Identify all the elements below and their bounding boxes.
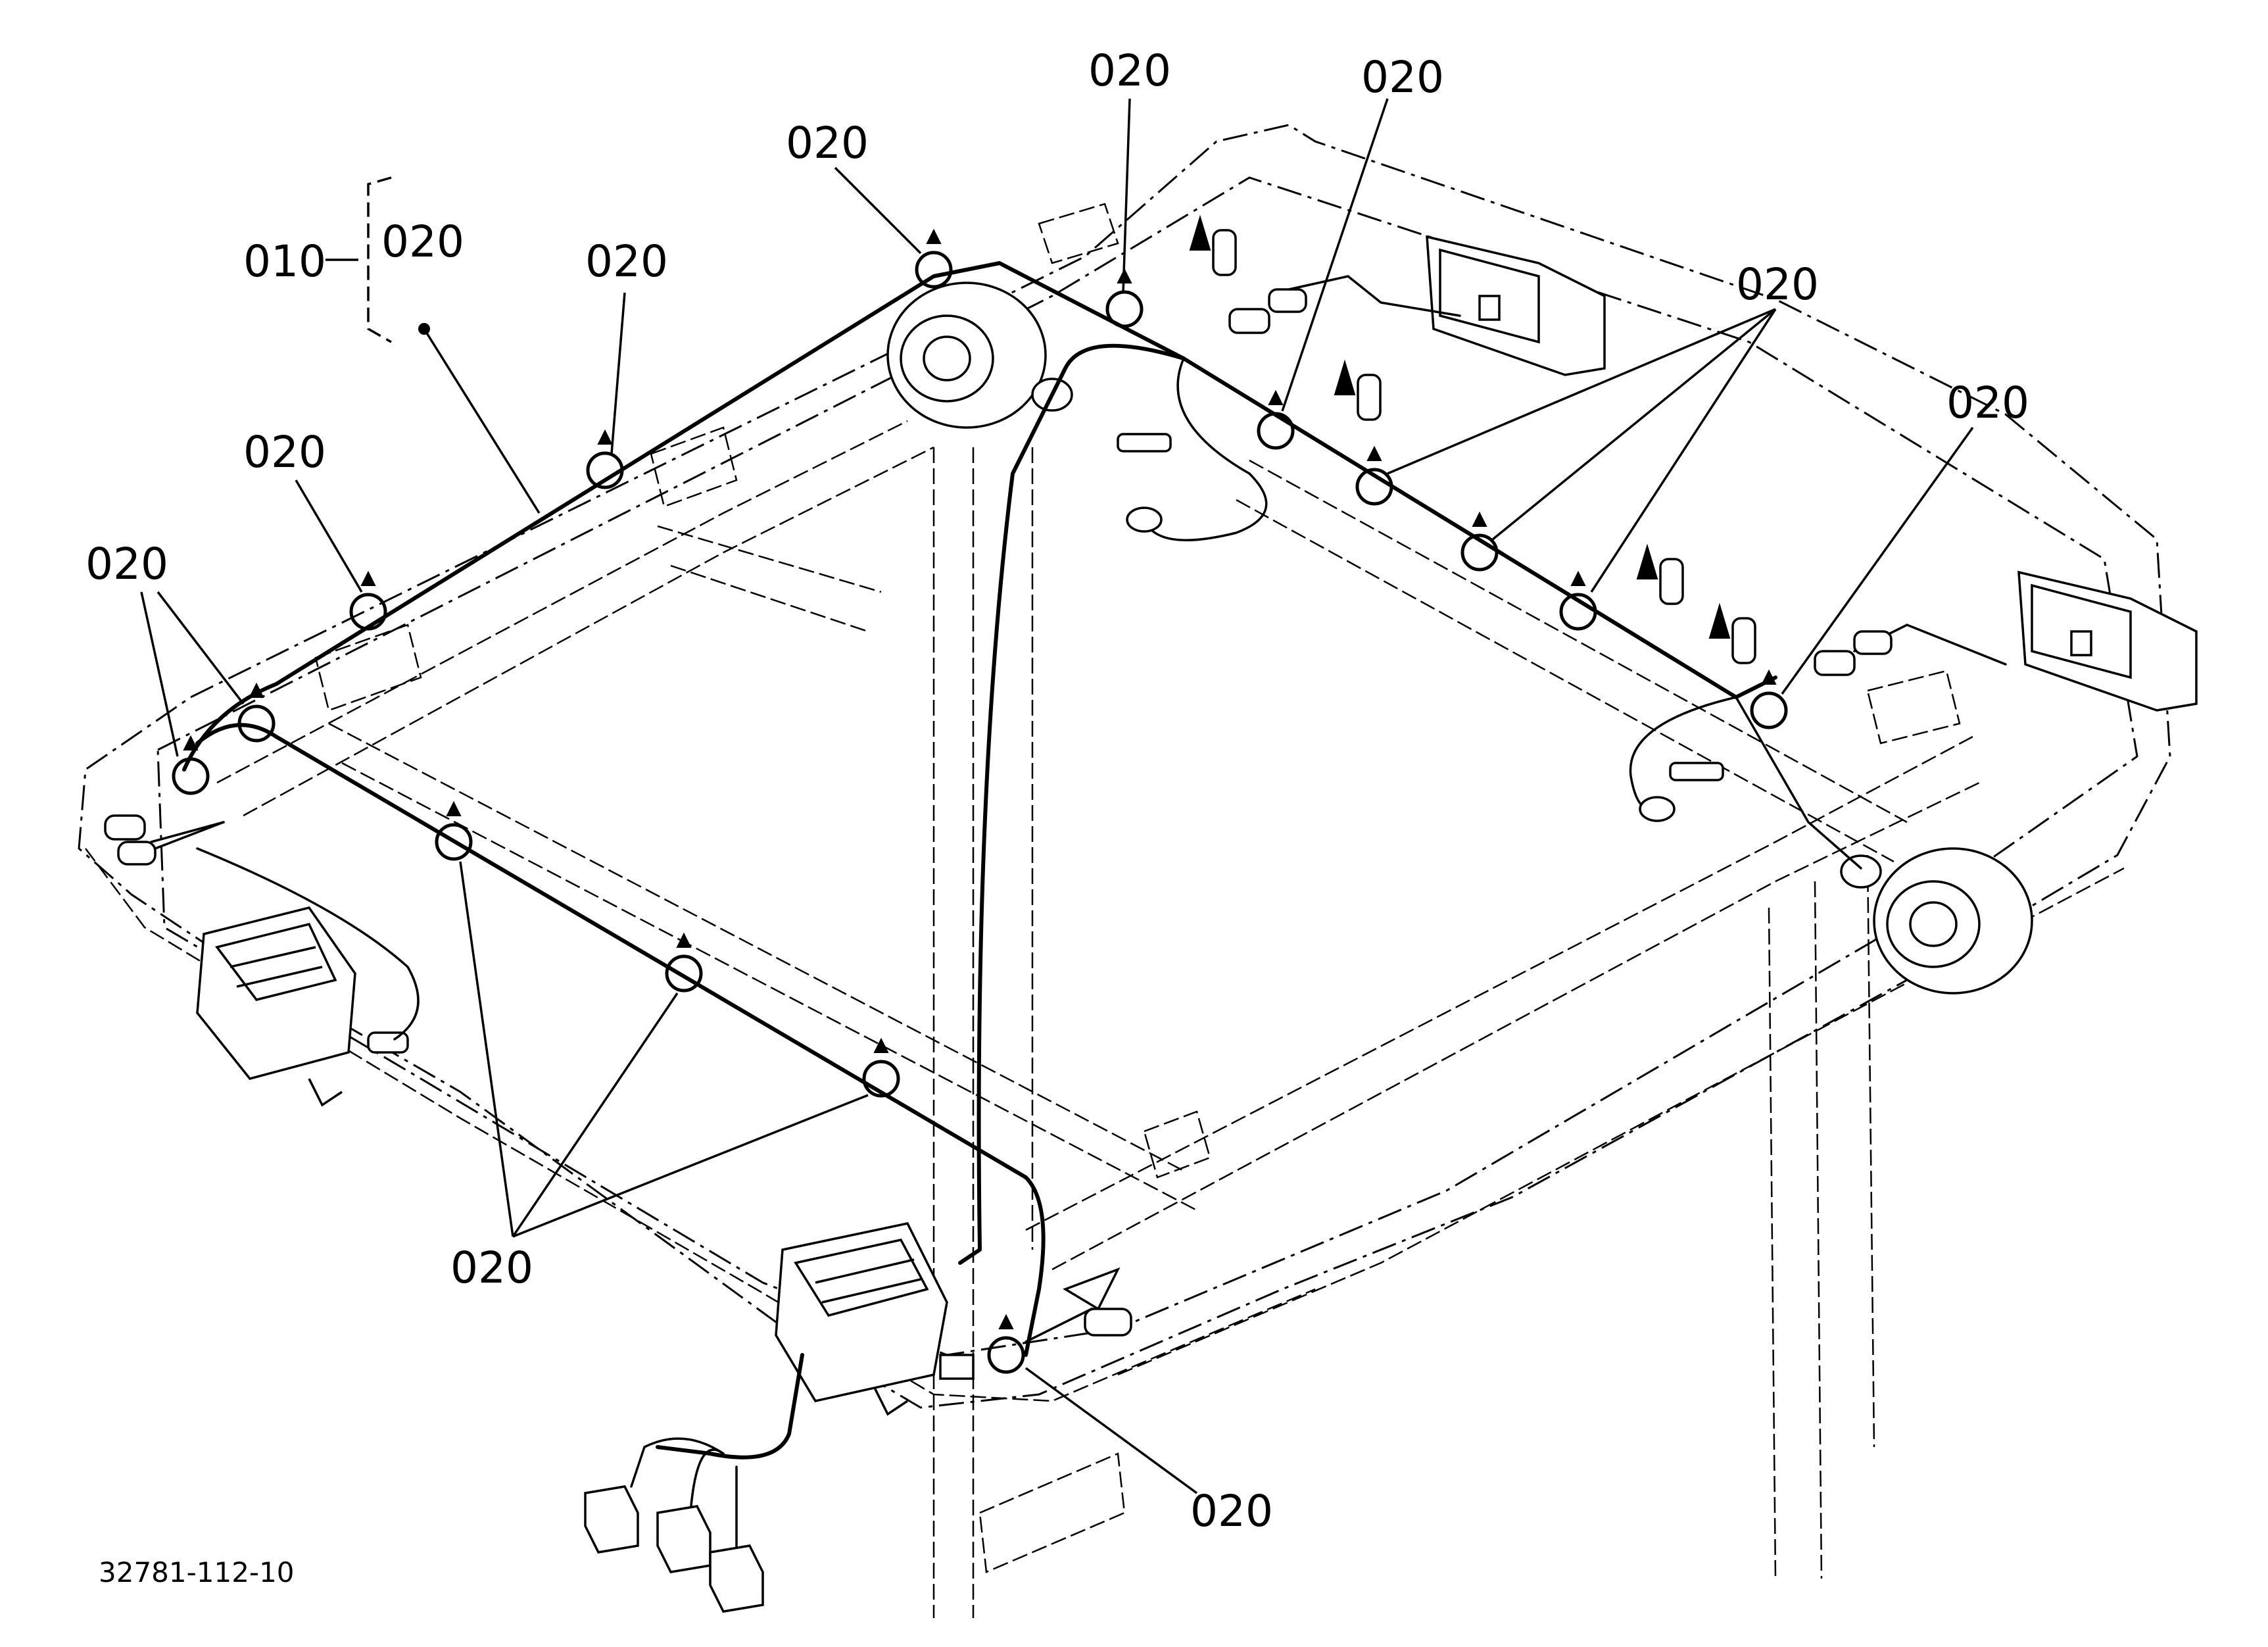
label-010: 010 bbox=[243, 236, 326, 287]
clip bbox=[915, 228, 953, 289]
clip bbox=[1460, 511, 1499, 572]
clip bbox=[586, 429, 624, 489]
cab-roof-outline bbox=[78, 124, 2171, 1409]
clip bbox=[1257, 389, 1295, 450]
label-020: 020 bbox=[243, 427, 326, 478]
clip bbox=[435, 800, 473, 861]
cab-pillars bbox=[932, 447, 1875, 1618]
label-020: 020 bbox=[85, 539, 168, 589]
label-020: 020 bbox=[1190, 1486, 1273, 1536]
clip bbox=[862, 1037, 900, 1098]
label-020: 020 bbox=[450, 1242, 533, 1293]
front-center-work-lamp bbox=[775, 1222, 975, 1416]
front-left-work-lamp bbox=[196, 906, 409, 1107]
label-020: 020 bbox=[1361, 52, 1444, 103]
label-020-assembly: 020 bbox=[381, 216, 464, 267]
leader-lines bbox=[140, 98, 1974, 1494]
label-020: 020 bbox=[1088, 45, 1171, 96]
clip bbox=[1559, 570, 1597, 631]
roof-frame-beams bbox=[216, 203, 1980, 1271]
front-speaker bbox=[886, 282, 1073, 429]
harness-clips bbox=[172, 228, 1788, 1374]
drawing-number: 32781-112-10 bbox=[99, 1556, 295, 1588]
clip bbox=[172, 735, 210, 795]
clip bbox=[987, 1314, 1025, 1374]
clip bbox=[1355, 445, 1393, 506]
main-harness bbox=[137, 261, 2007, 1560]
rear-left-lamp bbox=[1426, 235, 1606, 376]
label-020: 020 bbox=[1946, 378, 2029, 428]
clip bbox=[1750, 669, 1788, 729]
harness-connectors bbox=[104, 214, 1893, 1613]
label-020: 020 bbox=[786, 118, 869, 168]
label-020: 020 bbox=[1736, 259, 1819, 310]
rear-right-lamp bbox=[2017, 570, 2198, 712]
part-labels: 010 020 020 020 020 020 020 020 020 020 … bbox=[85, 45, 2029, 1536]
clip bbox=[349, 570, 387, 631]
clip bbox=[237, 682, 276, 743]
rear-speaker bbox=[1840, 847, 2033, 995]
label-020: 020 bbox=[585, 236, 668, 287]
clip bbox=[665, 932, 703, 993]
